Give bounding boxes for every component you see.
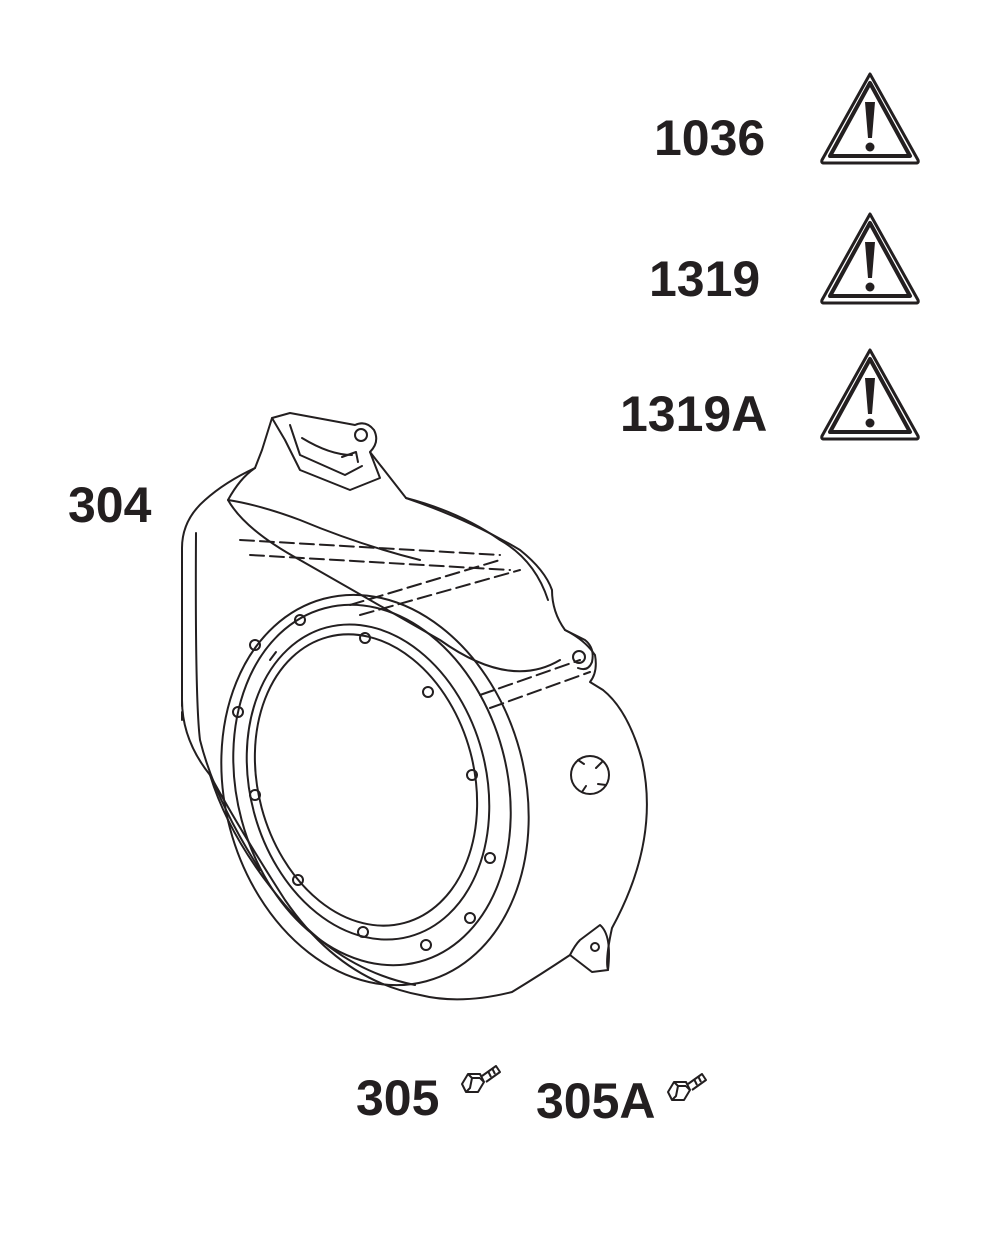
part-number-305: 305 — [356, 1070, 440, 1126]
warning-triangle-icon — [818, 210, 922, 306]
warning-triangle-icon — [818, 70, 922, 166]
screw-icon — [664, 1068, 710, 1106]
warning-number-1036: 1036 — [654, 110, 766, 166]
warning-triangle-icon — [818, 346, 922, 442]
part-number-305a: 305A — [536, 1073, 656, 1129]
part-number-304: 304 — [68, 477, 152, 533]
warning-number-1319a: 1319A — [620, 386, 768, 442]
warning-number-1319: 1319 — [649, 251, 761, 307]
screw-icon — [458, 1062, 504, 1096]
